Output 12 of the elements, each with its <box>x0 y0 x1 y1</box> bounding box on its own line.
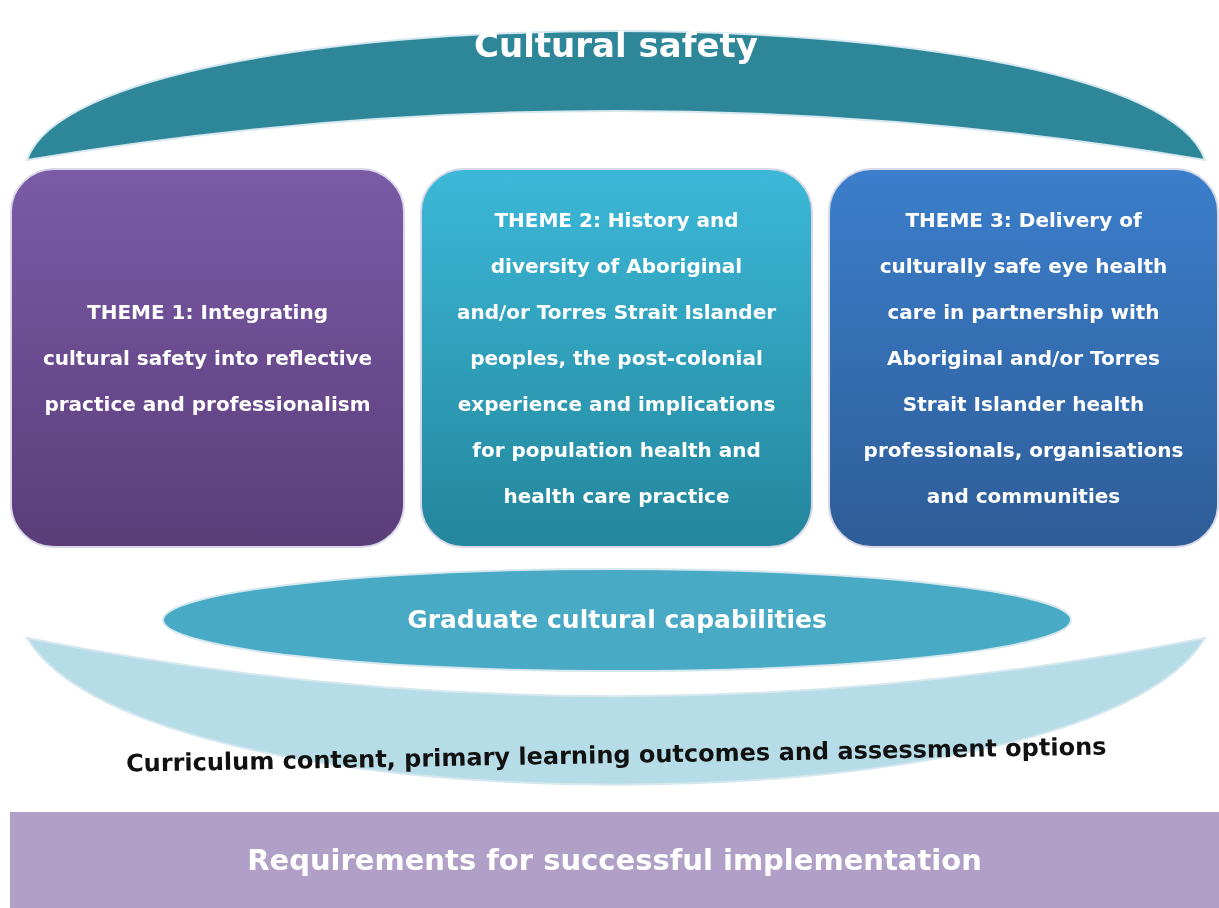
theme-text: THEME 1: Integrating cultural safety into reflective practice and professionalism <box>42 299 373 418</box>
footer-bar <box>10 812 1219 908</box>
theme-text: THEME 3: Delivery of culturally safe eye health care in partnership with Aboriginal and/or Torres Strait Islander health professionals, organisations and communities <box>862 207 1185 510</box>
heading-text: Requirements for successful implementation <box>247 842 982 878</box>
theme-card <box>420 168 813 548</box>
capabilities-ellipse <box>162 568 1072 672</box>
theme-text: THEME 2: History and diversity of Aboriginal and/or Torres Strait Islander peoples, the post-colonial experience and implications for population health and health care practice <box>455 207 778 510</box>
theme-card <box>10 168 405 548</box>
heading-text: Cultural safety <box>474 24 758 66</box>
heading-text: Curriculum content, primary learning outcomes and assessment options <box>125 732 1107 778</box>
theme-card <box>828 168 1219 548</box>
heading-text: Graduate cultural capabilities <box>407 605 827 635</box>
